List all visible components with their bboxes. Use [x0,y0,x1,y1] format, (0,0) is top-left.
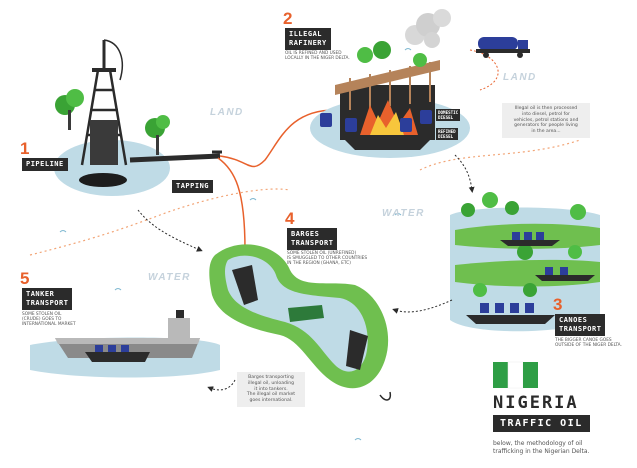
tanker-ship-scene [30,310,220,378]
arrow-pipeline-to-barges [137,209,203,252]
step-3-label: CANOES TRANSPORT [555,314,606,336]
step-3-number: 3 [553,295,563,314]
step-4-caption: SOME STOLEN OIL (UNREFINED) IS SMUGGLED … [287,251,368,267]
region-land-right: LAND [503,72,537,83]
step-3-caption: THE BIGGER CANOE GOES OUTSIDE OF THE NIG… [555,338,622,349]
coastline-dotted-right [419,139,581,171]
refined-diesel-tag: REFINED DIESEL [436,128,458,140]
nigeria-flag [493,361,538,389]
step-5-caption: SOME STOLEN OIL (CRUDE) GOES TO INTERNAT… [22,312,76,328]
tapping-line-to-refinery [219,109,336,168]
arrow-refinery-to-canoes [454,154,475,193]
title-country: NIGERIA [493,393,579,413]
arrow-barges-to-tanker [207,379,236,392]
arrow-canoes-to-barges [392,299,453,314]
region-water-center: WATER [382,208,425,219]
step-5-number: 5 [20,269,30,288]
canoes-scene [450,192,600,332]
water-ripples [39,48,412,441]
barges-scene [209,244,392,401]
step-1-number: 1 [20,139,30,158]
region-water-left: WATER [148,272,191,283]
refinery-note: Illegal oil is then processed into diese… [502,103,590,138]
step-4-number: 4 [285,209,295,228]
domestic-diesel-tag: DOMESTIC DIESEL [436,109,461,121]
step-2-label: ILLEGAL RAFINERY [285,28,331,50]
barges-note: Barges transporting illegal oil, unloadi… [237,372,305,407]
region-land-left: LAND [210,107,244,118]
step-2-caption: OIL IS REFINED AND USED LOCALLY IN THE N… [285,51,350,62]
step-5-label: TANKER TRANSPORT [22,288,73,310]
refinery-scene [310,9,470,158]
pipeline-scene [54,39,222,196]
tapping-line-to-barges [217,157,246,251]
step-1-label: PIPELINE [22,158,68,171]
coastline-dotted-left [29,188,291,256]
title-description: below, the methodology of oil traffickin… [493,440,590,455]
tanker-truck [469,37,530,91]
title-subtitle: TRAFFIC OIL [493,415,590,432]
step-4-label: BARGES TRANSPORT [287,228,338,250]
step-2-number: 2 [283,9,293,28]
tapping-label: TAPPING [172,180,214,193]
